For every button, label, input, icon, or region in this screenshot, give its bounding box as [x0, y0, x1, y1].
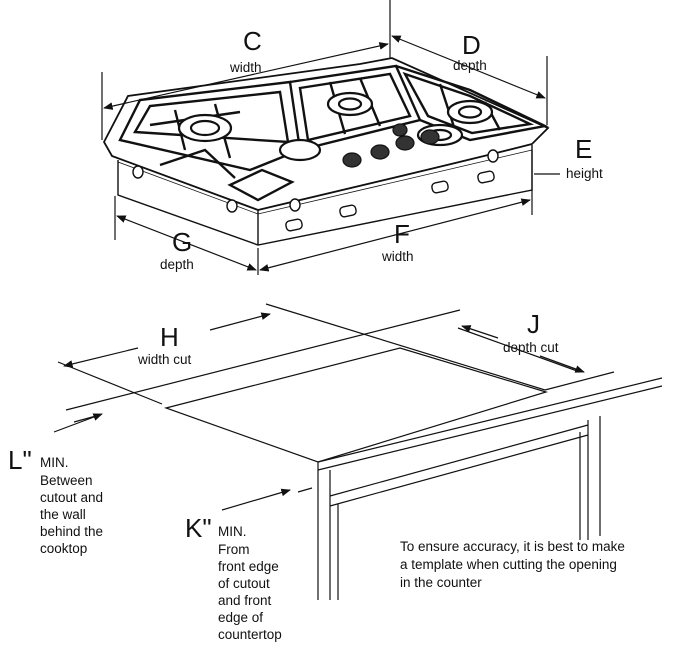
countertop-illustration	[57, 303, 663, 600]
note-line: To ensure accuracy, it is best to make	[400, 539, 625, 554]
label-l-line: Between	[40, 473, 93, 488]
label-h-caption: width cut	[138, 352, 192, 367]
label-c-caption: width	[230, 60, 262, 75]
label-k-letter: K"	[185, 513, 212, 543]
note-line: a template when cutting the opening	[400, 557, 617, 572]
label-e-letter: E	[575, 134, 593, 164]
label-l-line: cutout and	[40, 490, 104, 505]
label-l-line: the wall	[40, 507, 86, 522]
label-j-caption: depth cut	[503, 340, 559, 355]
cooktop-illustration	[102, 57, 550, 246]
label-g-letter: G	[172, 227, 193, 257]
label-k-line: of cutout	[218, 576, 270, 591]
label-k-line: front edge	[218, 559, 279, 574]
label-d-caption: depth	[453, 58, 487, 73]
label-c-letter: C	[243, 26, 262, 56]
label-l-min: MIN.	[40, 455, 69, 470]
cutout-dimension-arrows	[53, 312, 585, 511]
label-f-caption: width	[382, 249, 414, 264]
label-k-min: MIN.	[218, 524, 247, 539]
label-f-letter: F	[394, 219, 410, 249]
label-k-description: From front edge of cutout and front edge…	[218, 541, 282, 643]
label-k-line: edge of	[218, 610, 264, 625]
label-l-letter: L"	[8, 445, 32, 475]
note-line: in the counter	[400, 575, 482, 590]
label-d-letter: D	[462, 30, 481, 60]
label-g-caption: depth	[160, 257, 194, 272]
label-k-line: and front	[218, 593, 272, 608]
label-l-description: Between cutout and the wall behind the c…	[40, 472, 103, 557]
label-l-line: behind the	[40, 524, 104, 539]
cooktop-dimension-lines	[101, 0, 560, 275]
label-l-line: cooktop	[40, 541, 88, 556]
label-k-line: countertop	[218, 627, 282, 642]
label-e-caption: height	[566, 166, 603, 181]
label-j-letter: J	[527, 309, 540, 339]
accuracy-note: To ensure accuracy, it is best to make a…	[400, 538, 625, 592]
label-h-letter: H	[160, 322, 179, 352]
label-k-line: From	[218, 542, 250, 557]
